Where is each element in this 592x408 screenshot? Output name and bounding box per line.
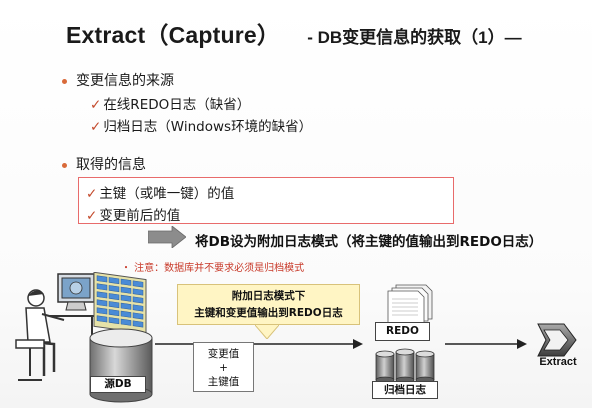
flow-arrow-to-redo [155, 339, 363, 349]
list-item: ✓变更前后的值 [86, 204, 180, 224]
checkmark-icon: ✓ [90, 97, 102, 113]
checkmark-icon: ✓ [86, 208, 98, 224]
list-item: ✓在线REDO日志（缺省） [90, 93, 250, 113]
flow-arrow-to-extract [445, 339, 527, 349]
list-item-label: 变更前后的值 [99, 208, 181, 224]
list-item: ✓归档日志（Windows环境的缺省） [90, 115, 312, 135]
source-db-label: 源DB [90, 376, 146, 393]
bullet-icon [62, 163, 67, 168]
change-box-line-1: 变更值 [207, 348, 240, 360]
list-item-label: 主键（或唯一键）的值 [99, 186, 235, 202]
page-title: Extract（Capture） - DB变更信息的获取（1）— [66, 16, 522, 50]
list-item-label: 在线REDO日志（缺省） [103, 97, 251, 113]
list-item-label: 归档日志（Windows环境的缺省） [103, 119, 313, 135]
title-sub: - DB变更信息的获取（1）— [307, 28, 522, 47]
right-arrow-icon [148, 226, 186, 248]
redo-label: REDO [375, 322, 430, 341]
section-heading-source: 变更信息的来源 [76, 73, 174, 89]
callout-pointer [255, 325, 279, 339]
supplemental-log-text: 将DB设为附加日志模式（将主键的值输出到REDO日志） [195, 234, 543, 250]
user-at-computer-icon [15, 273, 98, 384]
extract-process-icon [537, 323, 577, 357]
callout-box: 附加日志模式下 主键和变更值输出到REDO日志 [177, 284, 360, 325]
redo-log-documents-icon [387, 284, 433, 324]
change-values-box: 变更值 + 主键值 [193, 342, 254, 392]
data-table-icon [93, 272, 147, 335]
extract-label: Extract [539, 356, 577, 368]
archive-log-label: 归档日志 [372, 381, 438, 399]
highlight-box [78, 177, 454, 224]
change-box-line-2: + [219, 362, 228, 374]
checkmark-icon: ✓ [90, 119, 102, 135]
archive-mode-note: ・ 注意：数据库并不要求必须是归档模式 [121, 263, 305, 274]
section-heading-info: 取得的信息 [76, 157, 146, 173]
change-box-line-3: 主键值 [207, 376, 240, 388]
list-item: ✓主键（或唯一键）的值 [86, 182, 234, 202]
bullet-icon [62, 79, 67, 84]
title-main: Extract（Capture） [66, 22, 281, 48]
callout-line-1: 附加日志模式下 [231, 290, 306, 302]
checkmark-icon: ✓ [86, 186, 98, 202]
callout-line-2: 主键和变更值输出到REDO日志 [194, 307, 343, 319]
